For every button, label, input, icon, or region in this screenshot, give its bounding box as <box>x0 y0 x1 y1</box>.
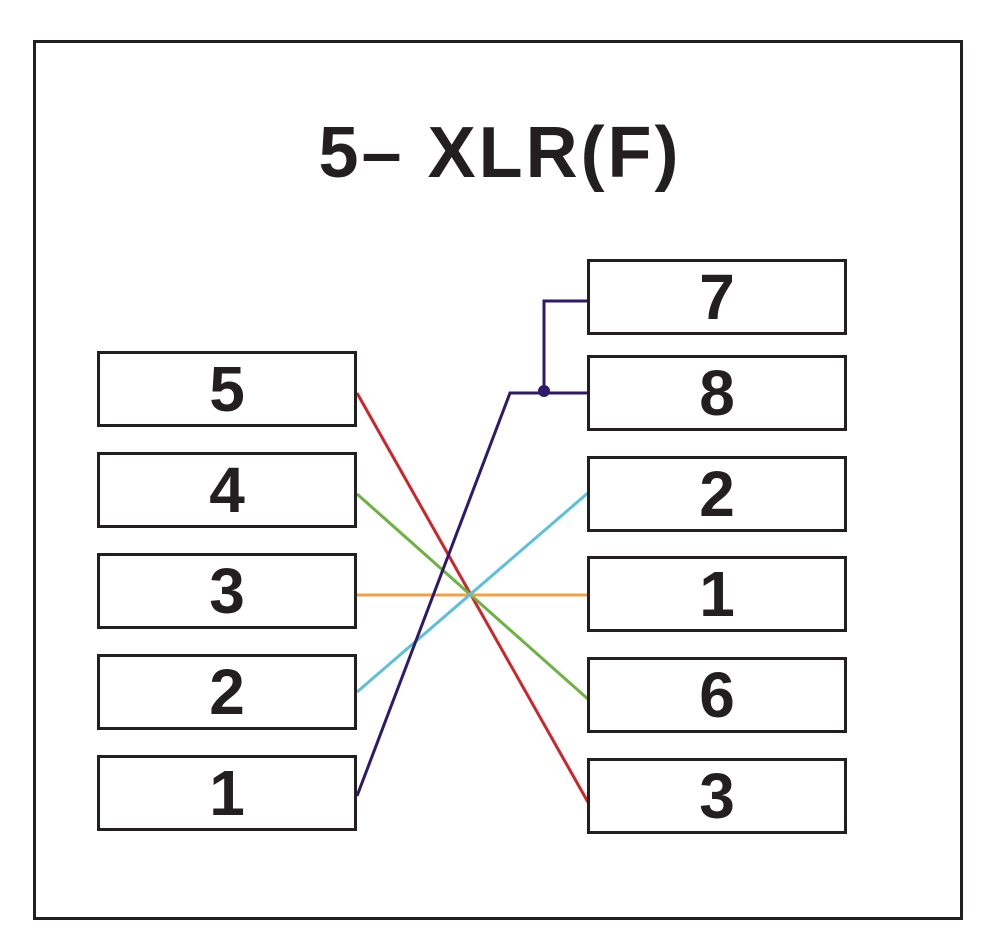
left-pin-box: 2 <box>97 654 357 730</box>
right-pin-box: 8 <box>587 355 847 431</box>
wire-left-1-to-right-7-8 <box>355 391 589 797</box>
right-pin-box: 7 <box>587 259 847 335</box>
right-pin-box: 2 <box>587 456 847 532</box>
left-pin-box: 1 <box>97 755 357 831</box>
right-pin-box: 3 <box>587 758 847 834</box>
diagram-title: 5– XLR(F) <box>318 113 682 193</box>
left-pin-box: 5 <box>97 351 357 427</box>
left-pin-box: 3 <box>97 553 357 629</box>
right-pin-box: 1 <box>587 556 847 632</box>
wire-bridge-7-8 <box>542 299 589 391</box>
junction-dot <box>538 385 550 397</box>
left-pin-box: 4 <box>97 452 357 528</box>
wire-left-4-to-right-6 <box>356 492 590 702</box>
wire-left-2-to-right-2 <box>356 490 590 694</box>
right-pin-box: 6 <box>587 657 847 733</box>
